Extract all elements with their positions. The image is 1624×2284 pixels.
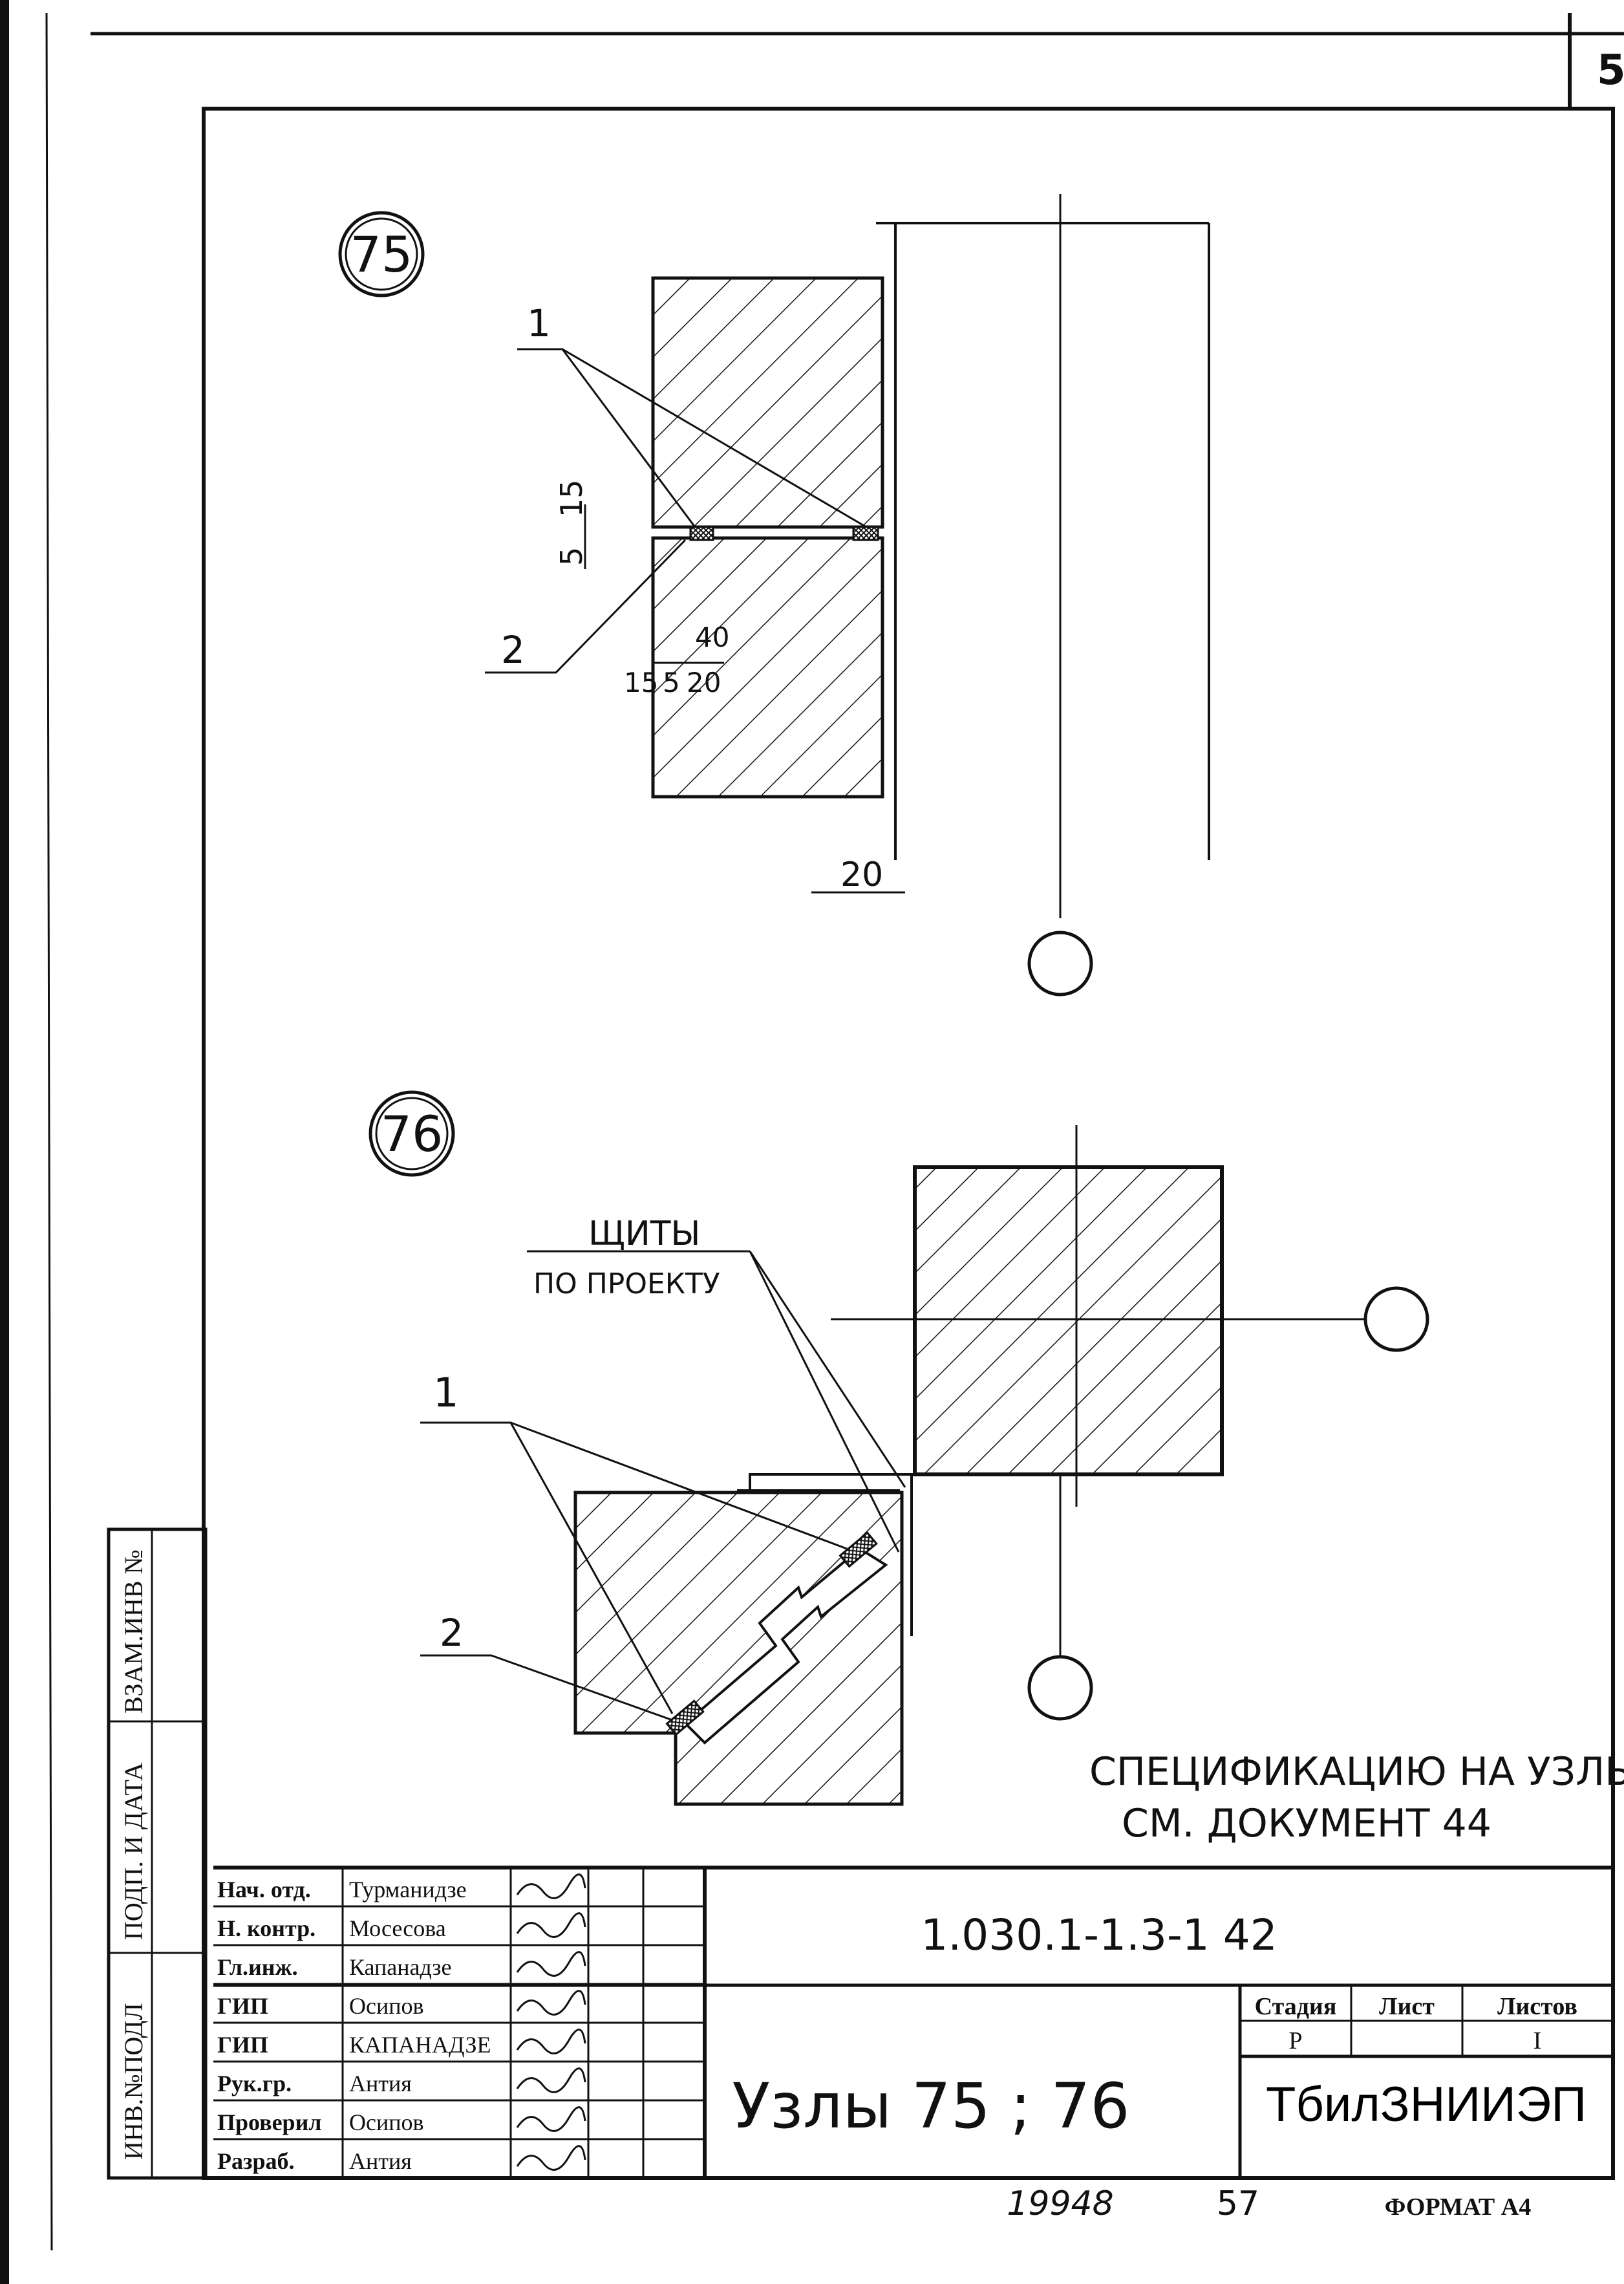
node-76-axis-bubble-right (1363, 1286, 1429, 1352)
node-76-callout-1: 1 (433, 1369, 458, 1416)
node-76-callout-2: 2 (440, 1611, 464, 1655)
node-75-dim-15-bot: 15 (624, 667, 658, 698)
sheets-value: I (1533, 2027, 1542, 2054)
stamp-number: 19948 (1007, 2184, 1113, 2223)
signature-role: Разраб. (217, 2148, 294, 2174)
sheets-label: Листов (1497, 1993, 1577, 2020)
node-75-dim-20: 20 (687, 667, 721, 698)
main-frame (202, 107, 1615, 2180)
tb-row-rules (213, 1905, 705, 2140)
node-76-badge-outer (369, 1090, 455, 1177)
node-76-badge-inner (375, 1097, 449, 1170)
signature-role: ГИП (217, 2032, 268, 2058)
node-76-seal-upper (839, 1531, 878, 1568)
stage-value: Р (1288, 2027, 1302, 2054)
node-76-shield-outer (749, 1473, 913, 1636)
signature-name: Антия (349, 2148, 412, 2174)
side-stamp-frame (107, 1527, 208, 2180)
signature-name: КАПАНАДЗЕ (349, 2032, 491, 2058)
side-stamp: ВЗАМ.ИНВ № ПОДП. И ДАТА ИНВ.№ПОДЛ (107, 1527, 208, 2180)
node-75-callout-2: 2 (501, 628, 525, 672)
signature-role: Н. контр. (217, 1915, 315, 1941)
handwritten-signature (516, 1873, 586, 1899)
node-75-leader-1b (562, 348, 867, 528)
handwritten-signature (516, 1951, 586, 1977)
sheet-label: Лист (1379, 1993, 1435, 2020)
node-76-note-line1: ЩИТЫ (588, 1214, 700, 1253)
handwritten-signature (516, 2067, 586, 2093)
handwritten-signature (516, 2145, 586, 2171)
node-75-badge-outer (338, 211, 425, 297)
signature-name: Турманидзе (349, 1877, 467, 1902)
drawing-title: Узлы 75 ; 76 (732, 2070, 1130, 2142)
handwritten-signature (516, 1912, 586, 1938)
signature-name: Осипов (349, 2109, 424, 2135)
signature-name: Антия (349, 2071, 412, 2096)
node-75-drawing: 75 1 2 5 15 40 15 5 20 20 (338, 194, 1210, 997)
side-stamp-row3: ИНВ.№ПОДЛ (119, 2003, 148, 2160)
node-75-dim-5b: 5 (663, 667, 680, 698)
node-76-note-leader-a (749, 1251, 900, 1553)
node-75-seal-right (852, 526, 879, 541)
handwritten-signature (516, 2029, 586, 2054)
binding-line (45, 12, 53, 2251)
spec-note-line1: СПЕЦИФИКАЦИЮ НА УЗЛЫ (1089, 1749, 1624, 1794)
node-75-badge-inner (345, 217, 418, 291)
organization: ТбилЗНИИЭП (1266, 2077, 1587, 2132)
signature-role: ГИП (217, 1993, 268, 2019)
side-stamp-row1: ВЗАМ.ИНВ № (119, 1549, 148, 1714)
node-75-dim-20-bottom: 20 (840, 856, 883, 894)
title-block: Нач. отд. Турманидзе Н. контр. МосесоваГл.и… (213, 1866, 1613, 2178)
node-75-leader-2 (485, 539, 687, 674)
node-76-drawing: 76 ЩИТЫ ПО ПРОЕКТУ 1 2 (369, 1090, 1429, 1806)
corner-page-number: 5 (1597, 47, 1624, 94)
node-76-seal-lower (665, 1699, 705, 1736)
node-76-column-block (913, 1165, 1224, 1476)
node-76-leader-1b (510, 1421, 848, 1550)
node-76-note-line2: ПО ПРОЕКТУ (533, 1267, 720, 1300)
stamp-page: 57 (1217, 2184, 1259, 2223)
node-75-dim-15-top: 15 (554, 479, 589, 517)
binding-edge (0, 0, 9, 2284)
node-75-upper-block (651, 276, 884, 529)
node-76-lower-block (573, 1491, 904, 1806)
signature-name: Мосесова (349, 1915, 446, 1941)
signature-role: Нач. отд. (217, 1877, 311, 1902)
spec-note-line2: СМ. ДОКУМЕНТ 44 (1122, 1801, 1491, 1846)
node-75-dim-5: 5 (554, 547, 589, 566)
node-76-joint-gap (683, 1547, 888, 1745)
tb-signature-rows: Нач. отд. Турманидзе Н. контр. МосесоваГл.и… (217, 1873, 586, 2174)
signature-name: Осипов (349, 1993, 424, 2019)
signature-role: Гл.инж. (217, 1954, 298, 1980)
node-76-note-leader-b (749, 1251, 906, 1488)
node-76-axis-bubble-bottom (1027, 1655, 1093, 1721)
node-76-badge-label: 76 (381, 1105, 443, 1163)
node-75-axis-bubble (1027, 931, 1093, 997)
signature-role: Рук.гр. (217, 2071, 292, 2096)
document-code: 1.030.1-1.3-1 42 (921, 1910, 1277, 1960)
handwritten-signature (516, 2106, 586, 2132)
node-75-dim-40: 40 (695, 621, 729, 653)
node-75-lower-block (651, 536, 884, 799)
node-75-callout-1: 1 (527, 301, 551, 345)
stage-label: Стадия (1255, 1993, 1337, 2020)
format-label: ФОРМАТ А4 (1385, 2193, 1531, 2221)
signature-role: Проверил (217, 2109, 322, 2135)
handwritten-signature (516, 1990, 586, 2016)
side-stamp-row2: ПОДП. И ДАТА (119, 1762, 148, 1940)
node-75-seal-left (689, 526, 714, 541)
signature-name: Капанадзе (349, 1954, 451, 1980)
node-76-leader-2 (420, 1654, 673, 1721)
node-75-badge-label: 75 (350, 226, 413, 283)
